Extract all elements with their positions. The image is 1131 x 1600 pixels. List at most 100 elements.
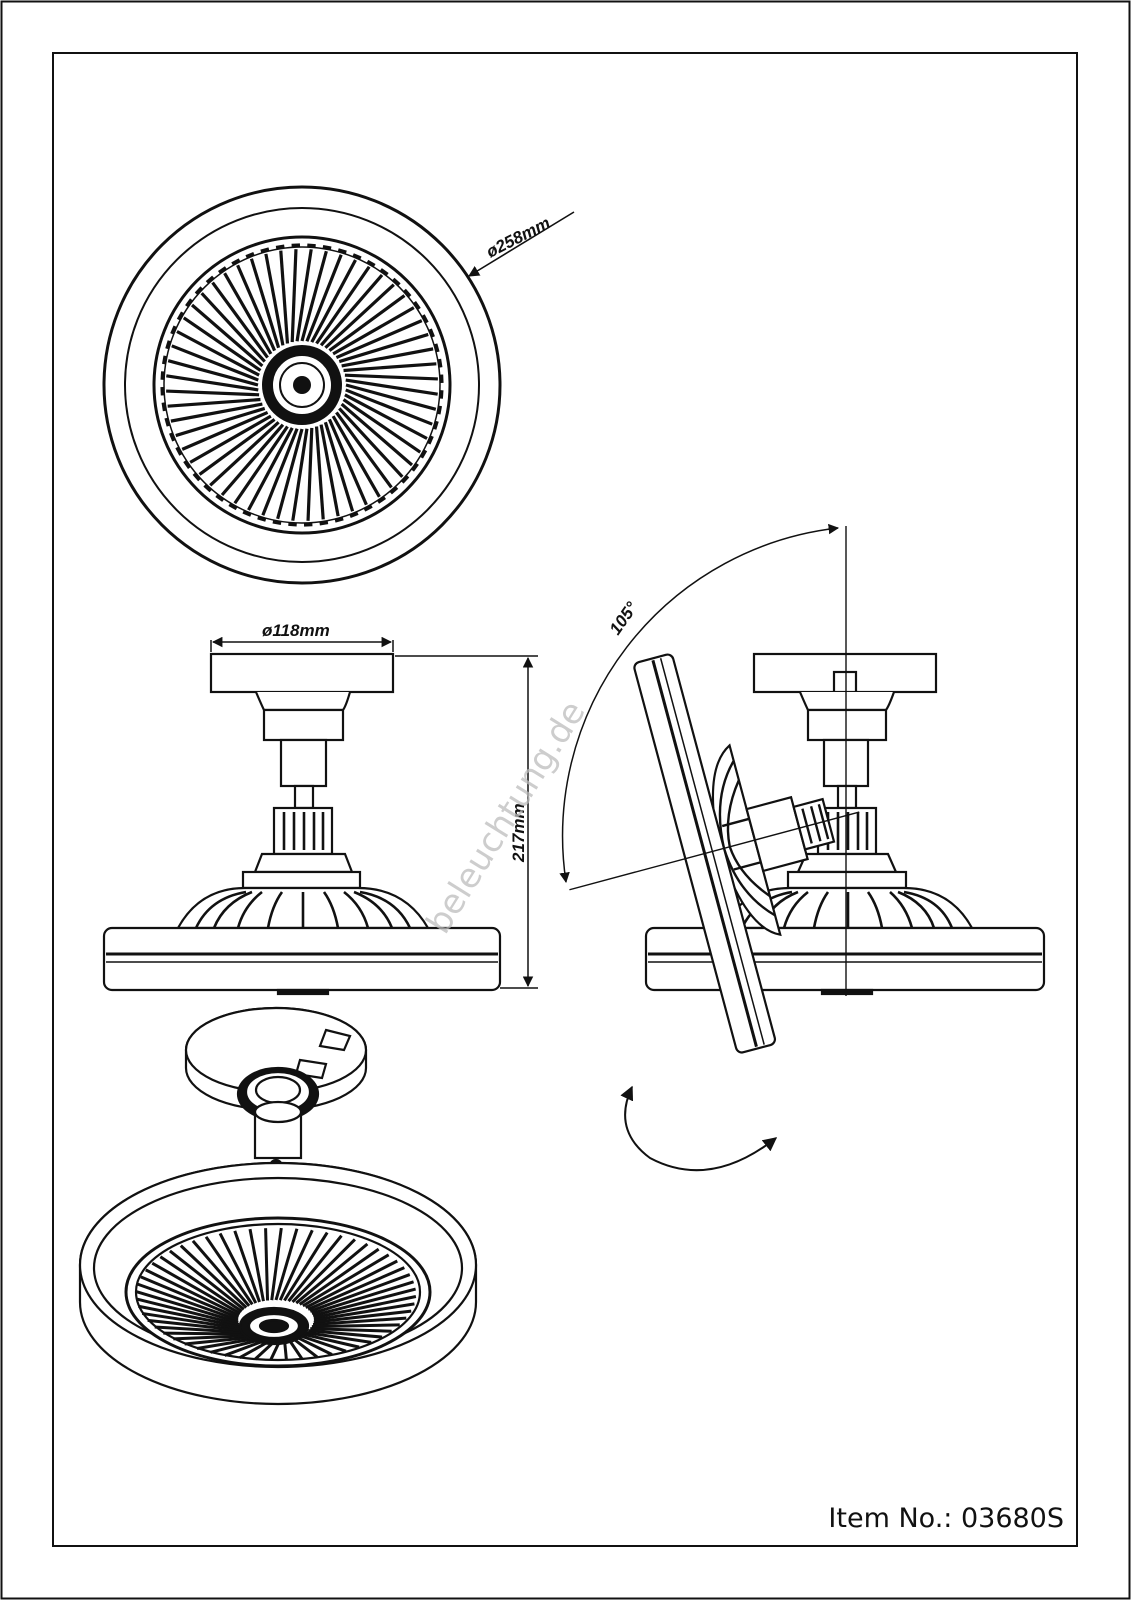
fan-spoke-tip — [185, 298, 193, 308]
perspective-view — [78, 1006, 478, 1406]
fan-spoke — [311, 1323, 400, 1329]
fan-spoke — [176, 330, 260, 377]
fan-spoke-tip — [275, 244, 285, 250]
fan-spoke-tip — [411, 462, 419, 472]
fan-spoke — [209, 421, 280, 487]
fan-spoke — [141, 1311, 242, 1331]
fan-spoke — [220, 423, 285, 497]
fan-spoke — [295, 1242, 369, 1305]
fan-spoke — [233, 425, 289, 505]
fan-spoke — [233, 1230, 261, 1303]
fan-spoke — [147, 1318, 244, 1333]
fan-spoke — [332, 306, 415, 356]
fan-spoke — [154, 1325, 247, 1334]
fan-spoke — [309, 1273, 411, 1313]
fan-spoke — [283, 1231, 329, 1302]
fan-spoke-tip — [337, 248, 347, 254]
fan-spoke-tip — [260, 247, 270, 253]
fan-spoke — [299, 1334, 347, 1353]
fan-spoke — [168, 1249, 245, 1311]
fan-spoke — [190, 303, 264, 368]
fan-spoke — [196, 1336, 260, 1350]
fan-spoke — [145, 1268, 240, 1317]
fan-spoke-tip — [194, 286, 203, 295]
fan-spoke — [261, 428, 299, 516]
item-number: Item No.: 03680S — [828, 1503, 1064, 1534]
fan-spoke — [184, 1335, 256, 1346]
fan-spoke-tip — [434, 343, 440, 353]
canopy-diameter-label: ø118mm — [262, 621, 330, 640]
fan-spoke — [319, 424, 340, 517]
fan-spoke — [264, 253, 285, 346]
fan-spoke — [310, 1327, 392, 1333]
fan-spoke — [345, 378, 438, 396]
fan-spoke-tip — [183, 460, 191, 470]
fan-spoke — [305, 1259, 398, 1309]
tilt-angle-label: 105° — [606, 598, 642, 638]
height-label: 217mm — [509, 803, 528, 863]
fan-spoke — [179, 1244, 248, 1309]
fan-spoke-tip — [288, 522, 297, 527]
outer-diameter-dimension: ø258mm — [468, 211, 575, 277]
fan-spoke-tip — [363, 504, 373, 512]
fan-spoke-tip — [169, 432, 176, 442]
fan-spoke-tip — [421, 314, 429, 324]
fan-spoke — [189, 414, 272, 464]
fan-spoke — [166, 389, 260, 397]
fan-spoke-tip — [307, 243, 316, 248]
fan-spoke-tip — [420, 449, 428, 459]
fan-spoke — [247, 427, 294, 511]
fan-spoke — [313, 1295, 417, 1320]
fan-spoke-tip — [160, 371, 165, 380]
fan-spoke-tip — [272, 520, 282, 526]
fan-spoke — [313, 1302, 415, 1322]
fan-spoke — [198, 418, 276, 476]
fan-spoke — [274, 1228, 299, 1301]
fan-spoke — [335, 319, 423, 360]
fan-spoke-tip — [366, 259, 376, 267]
fan-spoke-tip — [245, 252, 255, 259]
fan-spoke — [136, 1297, 240, 1326]
fan-spoke-tip — [403, 288, 412, 298]
fan-blade-spokes — [160, 243, 444, 527]
fan-spoke — [302, 1253, 390, 1308]
fan-spoke-tip — [401, 475, 410, 484]
outer-diameter-label: ø258mm — [483, 213, 553, 261]
canopy-diameter-dimension: ø118mm — [210, 621, 394, 652]
fan-spoke-tip — [215, 494, 225, 502]
fan-spoke-tip — [322, 244, 332, 250]
fan-spoke — [295, 1335, 333, 1356]
fan-spoke — [338, 332, 429, 364]
fan-spoke — [344, 373, 438, 381]
fan-spoke — [312, 1316, 407, 1326]
fan-spoke — [279, 250, 290, 344]
fan-spoke — [310, 259, 357, 343]
fan-spoke — [308, 1329, 383, 1339]
fan-spoke — [340, 402, 414, 467]
fan-spoke — [305, 254, 343, 342]
fan-spoke — [291, 1238, 356, 1304]
fan-spoke-tip — [176, 311, 184, 321]
fan-spoke — [328, 294, 406, 352]
fan-spoke-tip — [257, 516, 267, 522]
fan-spoke — [345, 388, 433, 426]
fan-spoke — [324, 283, 395, 349]
fan-spoke — [191, 1239, 251, 1307]
fan-spoke — [276, 428, 304, 520]
fan-spoke-tip — [439, 390, 444, 399]
fan-spoke — [306, 427, 314, 521]
drawing-frame — [52, 52, 1078, 1547]
fan-spoke — [211, 281, 269, 359]
fan-spoke — [344, 393, 428, 440]
fan-spoke-tip — [433, 420, 439, 430]
perspective-fan-spokes — [135, 1227, 417, 1361]
fan-spoke — [249, 258, 281, 349]
fan-spoke-tip — [349, 511, 359, 518]
fan-spoke — [159, 1255, 243, 1313]
rotation-arrow-icon — [620, 1085, 778, 1172]
fan-spoke — [270, 1227, 283, 1301]
fan-spoke-tip — [192, 472, 201, 482]
fan-spoke-tip — [231, 258, 241, 266]
fan-spoke-tip — [228, 503, 238, 511]
